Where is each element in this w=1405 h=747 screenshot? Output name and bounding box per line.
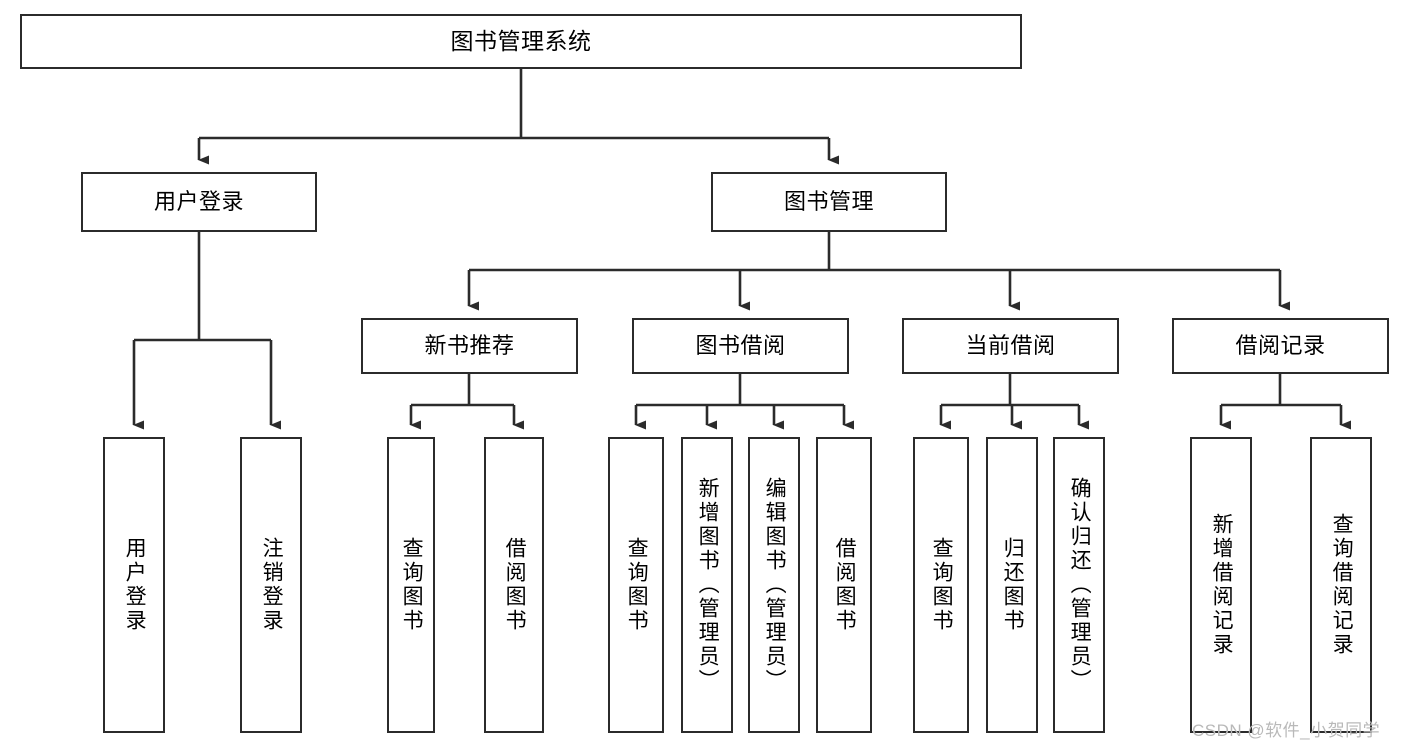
node-leaf-return-book-label: 归还图书 (1001, 537, 1025, 633)
node-leaf-query-book-1-label: 查询图书 (400, 537, 424, 633)
node-leaf-user-logout-label: 注销登录 (260, 537, 284, 633)
node-leaf-return-book[interactable]: 归还图书 (986, 437, 1038, 733)
node-current-borrow[interactable]: 当前借阅 (902, 318, 1119, 374)
node-leaf-query-borrow-record-label: 查询借阅记录 (1330, 513, 1354, 657)
node-leaf-borrow-book-1-label: 借阅图书 (503, 537, 527, 633)
node-leaf-add-book-admin-label: 新增图书（管理员） (696, 477, 720, 693)
node-borrow-record[interactable]: 借阅记录 (1172, 318, 1389, 374)
node-leaf-query-borrow-record[interactable]: 查询借阅记录 (1310, 437, 1372, 733)
node-leaf-add-borrow-record-label: 新增借阅记录 (1210, 513, 1234, 657)
node-leaf-borrow-book-2[interactable]: 借阅图书 (816, 437, 872, 733)
node-leaf-edit-book-admin-label: 编辑图书（管理员） (763, 477, 787, 693)
node-book-borrow-label: 图书借阅 (695, 332, 786, 358)
node-root[interactable]: 图书管理系统 (20, 14, 1022, 69)
node-leaf-query-book-3-label: 查询图书 (930, 537, 954, 633)
node-leaf-query-book-2[interactable]: 查询图书 (608, 437, 664, 733)
node-book-borrow[interactable]: 图书借阅 (632, 318, 849, 374)
csdn-watermark: CSDN @软件_小贺同学 (1192, 721, 1381, 740)
node-leaf-confirm-return-admin[interactable]: 确认归还（管理员） (1053, 437, 1105, 733)
node-leaf-add-borrow-record[interactable]: 新增借阅记录 (1190, 437, 1252, 733)
node-book-management-label: 图书管理 (783, 188, 874, 214)
node-leaf-borrow-book-2-label: 借阅图书 (833, 537, 857, 633)
node-user-login-label: 用户登录 (153, 188, 244, 214)
node-leaf-confirm-return-admin-label: 确认归还（管理员） (1068, 477, 1092, 693)
node-root-label: 图书管理系统 (450, 27, 592, 54)
node-leaf-user-login[interactable]: 用户登录 (103, 437, 165, 733)
node-leaf-edit-book-admin[interactable]: 编辑图书（管理员） (748, 437, 800, 733)
node-user-login[interactable]: 用户登录 (81, 172, 317, 232)
node-current-borrow-label: 当前借阅 (965, 332, 1056, 358)
node-borrow-record-label: 借阅记录 (1235, 332, 1326, 358)
node-leaf-add-book-admin[interactable]: 新增图书（管理员） (681, 437, 733, 733)
node-leaf-query-book-2-label: 查询图书 (625, 537, 649, 633)
node-leaf-query-book-1[interactable]: 查询图书 (387, 437, 435, 733)
node-book-management[interactable]: 图书管理 (711, 172, 947, 232)
node-leaf-user-login-label: 用户登录 (123, 537, 147, 633)
node-leaf-user-logout[interactable]: 注销登录 (240, 437, 302, 733)
node-new-book-recommend-label: 新书推荐 (424, 332, 515, 358)
node-leaf-query-book-3[interactable]: 查询图书 (913, 437, 969, 733)
node-leaf-borrow-book-1[interactable]: 借阅图书 (484, 437, 544, 733)
node-new-book-recommend[interactable]: 新书推荐 (361, 318, 578, 374)
